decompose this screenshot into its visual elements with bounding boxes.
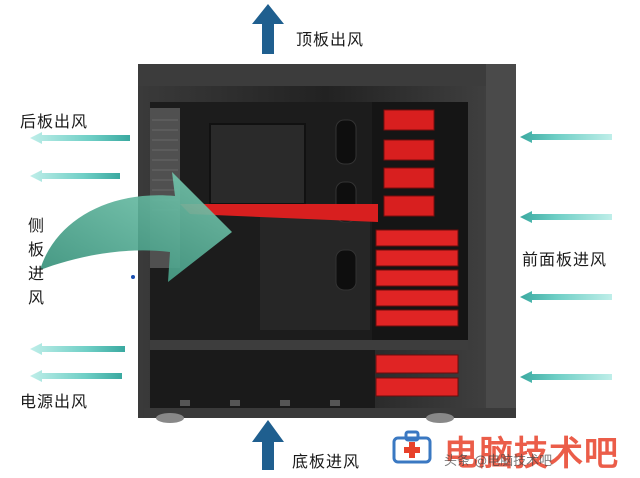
arrow-up-icon <box>252 4 284 54</box>
curved-arrow-icon <box>40 172 232 282</box>
medical-kit-logo-icon <box>392 430 432 464</box>
drive-bays-top <box>383 109 435 217</box>
watermark: 电脑技术吧 头条 @电脑技术吧 <box>392 428 632 474</box>
arrow-left-icon <box>30 132 130 382</box>
watermark-subtitle: 头条 @电脑技术吧 <box>444 454 553 469</box>
arrow-up-icon <box>252 420 284 470</box>
watermark-title: 电脑技术吧 <box>444 434 619 474</box>
bottom-intake-label: 底板进风 <box>292 452 361 471</box>
side-intake-label: 侧 板 进 风 <box>27 216 44 307</box>
drive-bays-hdd <box>375 229 459 397</box>
psu-exhaust-label: 电源出风 <box>20 392 89 411</box>
front-intake-label: 前面板进风 <box>522 250 608 269</box>
pc-case <box>138 64 516 423</box>
rear-exhaust-label: 后板出风 <box>20 112 89 131</box>
top-exhaust-label: 顶板出风 <box>296 30 365 49</box>
arrow-left-icon <box>520 131 612 383</box>
